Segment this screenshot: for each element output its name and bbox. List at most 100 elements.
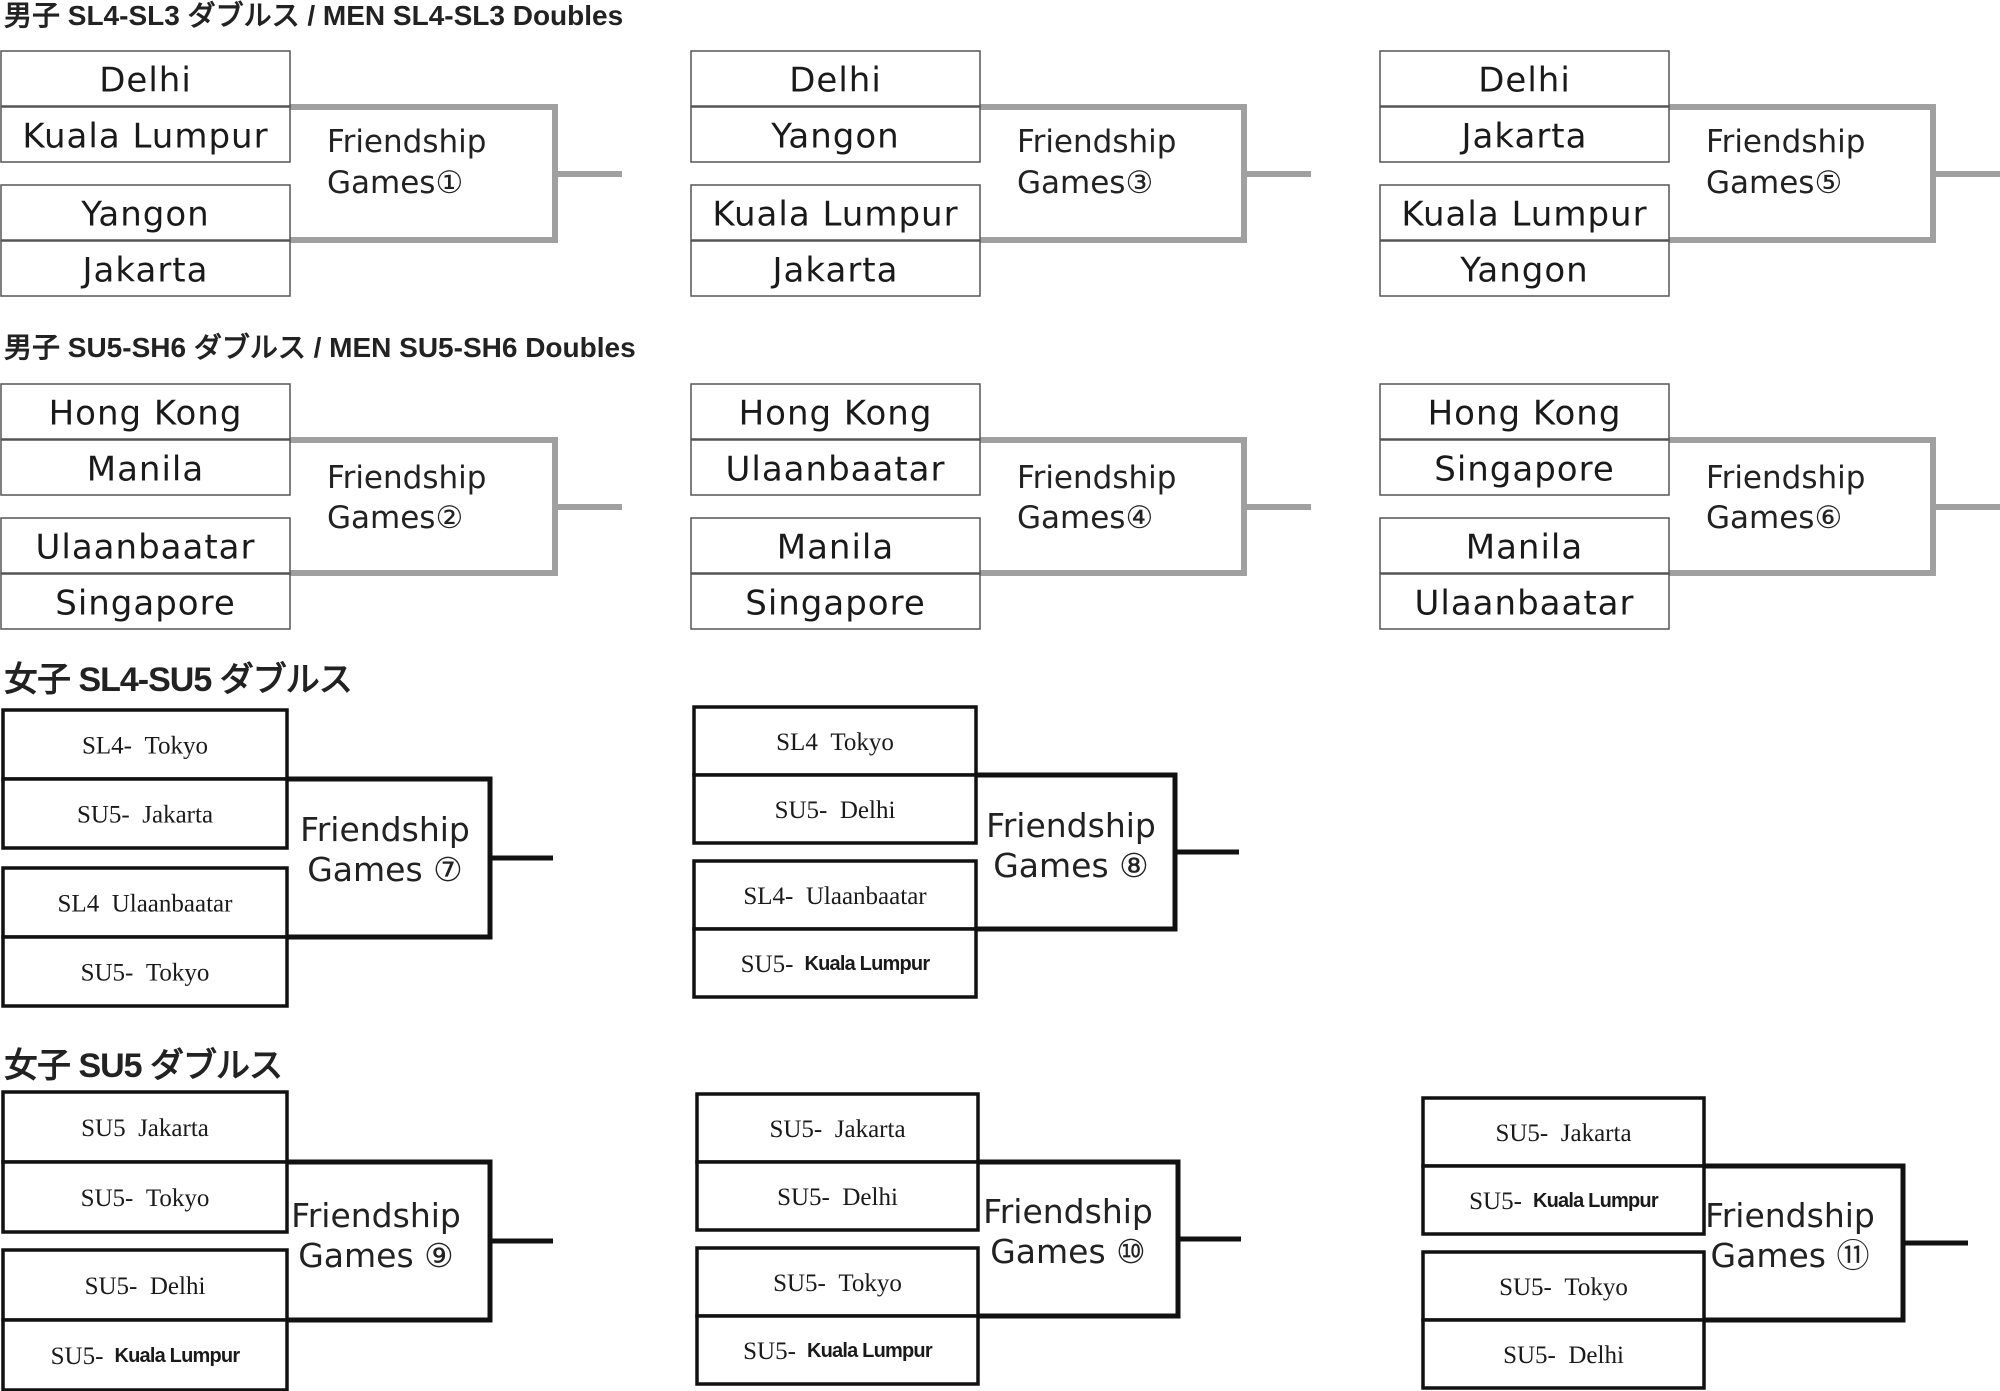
- team-box: [690, 517, 981, 574]
- team-name: Singapore: [745, 584, 926, 624]
- team-box: [695, 1314, 980, 1386]
- team-name: SU5- Delhi: [775, 797, 896, 824]
- game-label-line1: Friendship: [1017, 460, 1176, 496]
- team-class-prefix: SL4: [776, 729, 824, 756]
- team-name: SL4 Ulaanbaatar: [58, 890, 234, 917]
- team-city: Tokyo: [138, 732, 208, 759]
- bracket-2-3: Hong KongSingaporeManilaUlaanbaatarFrien…: [1379, 383, 2000, 630]
- team-name: SU5- Kuala Lumpur: [743, 1338, 933, 1365]
- team-name: Delhi: [99, 61, 192, 101]
- team-city: Jakarta: [136, 801, 213, 828]
- team-box: [692, 705, 978, 777]
- team-city: Kuala Lumpur: [800, 953, 931, 975]
- team-city: Kuala Lumpur: [1528, 1190, 1659, 1212]
- team-class-prefix: SL4: [58, 890, 106, 917]
- game-label-line1: Friendship: [1706, 460, 1865, 496]
- team-name: SU5- Jakarta: [1495, 1120, 1631, 1147]
- team-name: Jakarta: [1460, 117, 1588, 157]
- team-name: SL4- Tokyo: [82, 732, 208, 759]
- team-name: SU5- Kuala Lumpur: [1469, 1188, 1659, 1215]
- team-class-prefix: SU5-: [51, 1343, 110, 1370]
- game-label-line2: Games ⑪: [1711, 1236, 1870, 1275]
- team-name: SU5 Jakarta: [81, 1115, 209, 1142]
- team-name: Delhi: [1478, 61, 1571, 101]
- team-name: Kuala Lumpur: [1401, 195, 1647, 235]
- team-class-prefix: SU5-: [769, 1116, 828, 1143]
- team-box: [0, 439, 291, 496]
- game-label-line1: Friendship: [327, 124, 486, 160]
- game-label-line1: Friendship: [1705, 1196, 1875, 1235]
- team-box: [690, 184, 981, 241]
- team-class-prefix: SU5-: [775, 797, 834, 824]
- team-name: SU5- Jakarta: [769, 1116, 905, 1143]
- game-label-line1: Friendship: [983, 1192, 1153, 1231]
- team-city: Tokyo: [140, 959, 210, 986]
- team-city: Tokyo: [832, 1270, 902, 1297]
- team-box: [1379, 383, 1670, 440]
- team-name: SU5- Jakarta: [77, 801, 213, 828]
- team-class-prefix: SU5-: [741, 951, 800, 978]
- team-city: Jakarta: [132, 1115, 209, 1142]
- team-name: Ulaanbaatar: [726, 450, 946, 490]
- team-name: Singapore: [1434, 450, 1615, 490]
- team-name: SU5- Tokyo: [1499, 1274, 1628, 1301]
- team-class-prefix: SU5-: [1495, 1120, 1554, 1147]
- game-label-line2: Games④: [1017, 500, 1153, 536]
- team-name: SU5- Tokyo: [773, 1270, 902, 1297]
- bracket-2-1: Hong KongManilaUlaanbaatarSingaporeFrien…: [0, 383, 622, 630]
- team-city: Delhi: [144, 1273, 206, 1300]
- team-name: SU5- Tokyo: [81, 1185, 210, 1212]
- team-box: [0, 184, 291, 241]
- team-box: [0, 240, 291, 297]
- team-class-prefix: SU5-: [1469, 1188, 1528, 1215]
- team-name: Ulaanbaatar: [1415, 584, 1635, 624]
- game-label-line2: Games⑤: [1706, 165, 1842, 201]
- team-box: [692, 773, 978, 845]
- team-box: [1421, 1096, 1706, 1168]
- team-city: Tokyo: [824, 729, 894, 756]
- team-name: SL4- Ulaanbaatar: [743, 883, 927, 910]
- team-name: Jakarta: [81, 251, 209, 291]
- team-box: [1379, 439, 1670, 496]
- team-box: [690, 240, 981, 297]
- team-box: [690, 50, 981, 107]
- team-box: [1, 1160, 289, 1234]
- team-name: Ulaanbaatar: [36, 528, 256, 568]
- team-name: Yangon: [1459, 251, 1588, 291]
- game-label-line1: Friendship: [291, 1196, 461, 1235]
- game-label-line2: Games ⑧: [993, 846, 1149, 885]
- bracket-2-2: Hong KongUlaanbaatarManilaSingaporeFrien…: [690, 383, 1311, 630]
- team-city: Ulaanbaatar: [105, 890, 233, 917]
- section-title-men-su5-sh6: 男子 SU5-SH6 ダブルス / MEN SU5-SH6 Doubles: [4, 332, 636, 363]
- team-box: [0, 517, 291, 574]
- team-box: [690, 573, 981, 630]
- team-box: [1421, 1250, 1706, 1322]
- team-box: [1379, 517, 1670, 574]
- game-label-line2: Games②: [327, 500, 463, 536]
- team-name: SU5- Tokyo: [81, 959, 210, 986]
- game-label-line2: Games③: [1017, 165, 1153, 201]
- team-city: Jakarta: [829, 1116, 906, 1143]
- game-label-line1: Friendship: [1017, 124, 1176, 160]
- team-box: [1, 708, 289, 781]
- game-label-line1: Friendship: [1706, 124, 1865, 160]
- team-name: Hong Kong: [739, 394, 933, 434]
- team-box: [1421, 1164, 1706, 1236]
- team-box: [0, 50, 291, 107]
- section-title-women-sl4-su5: 女子 SL4-SU5 ダブルス: [4, 661, 353, 699]
- game-label-line2: Games ⑩: [990, 1232, 1146, 1271]
- team-name: Singapore: [55, 584, 236, 624]
- team-name: SU5- Delhi: [85, 1273, 206, 1300]
- team-city: Ulaanbaatar: [800, 883, 928, 910]
- team-box: [695, 1160, 980, 1232]
- team-class-prefix: SL4-: [743, 883, 799, 910]
- team-name: Manila: [1466, 528, 1583, 568]
- team-name: SL4 Tokyo: [776, 729, 894, 756]
